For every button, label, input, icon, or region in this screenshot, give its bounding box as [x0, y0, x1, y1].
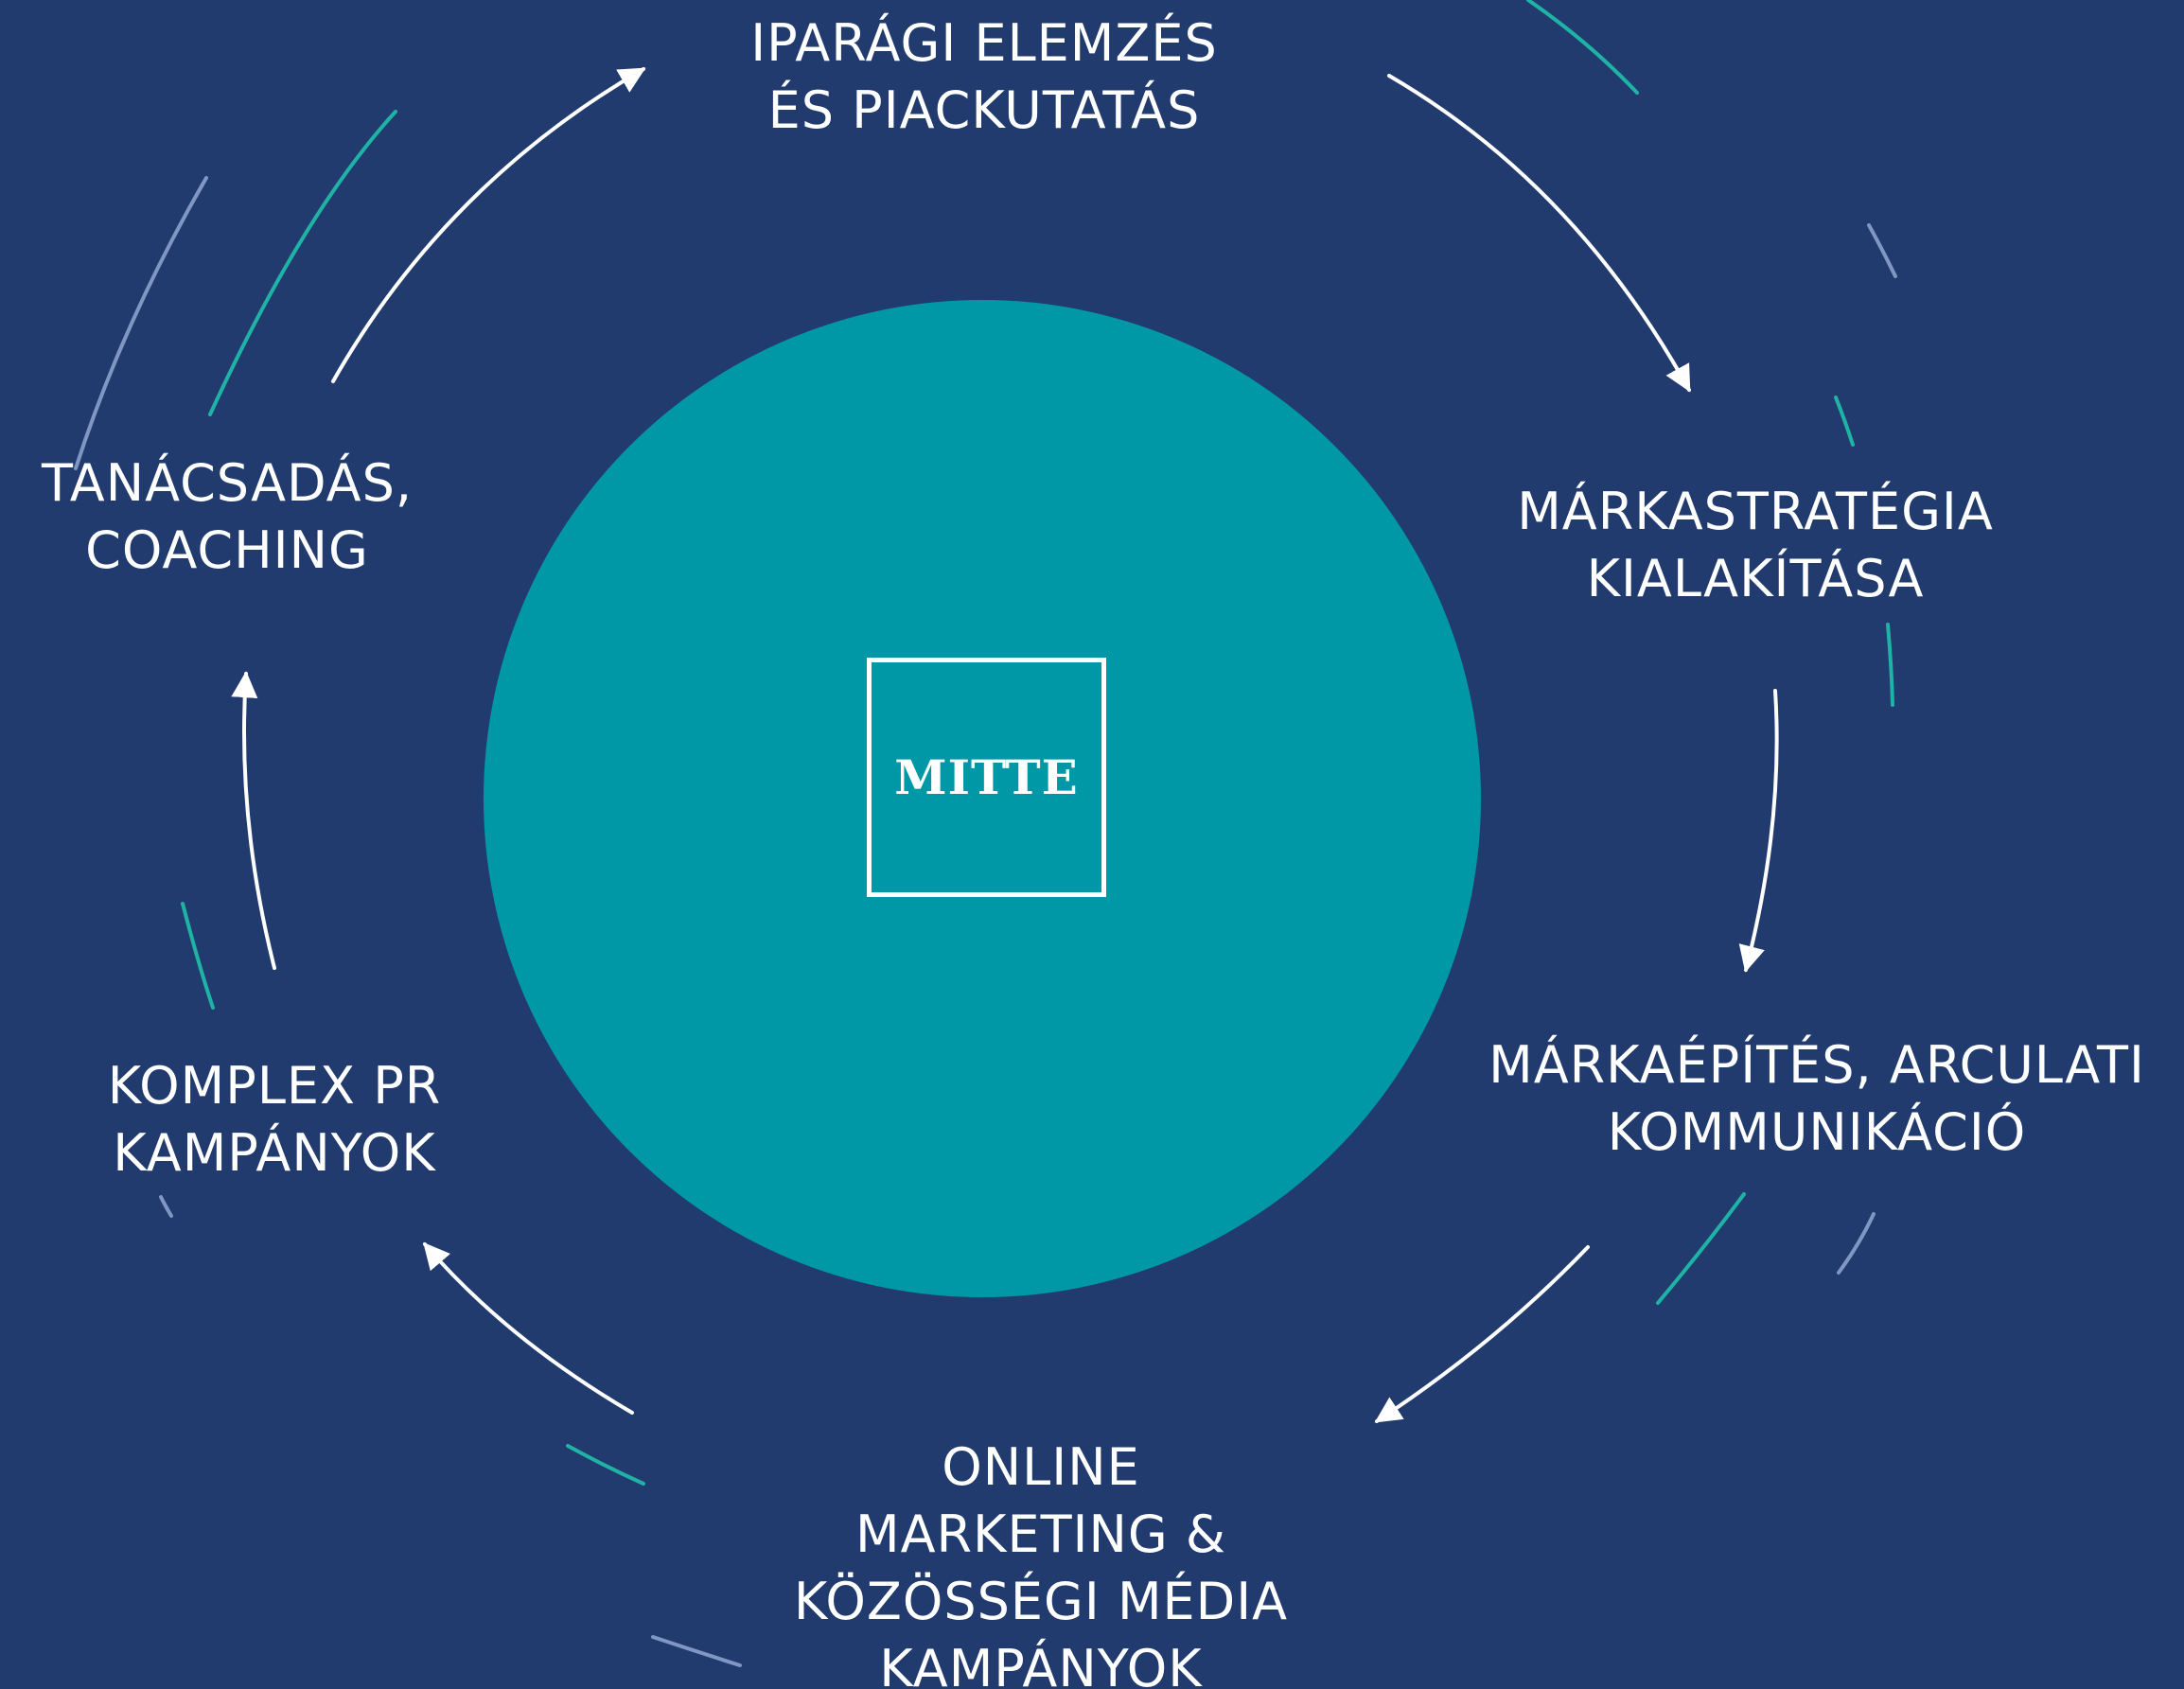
- step-label-line: KAMPÁNYOK: [113, 1123, 436, 1183]
- cycle-arrows: [231, 67, 1779, 1423]
- accent-stroke: [159, 1195, 173, 1218]
- accent-stroke: [1867, 223, 1897, 278]
- step-label-line: KÖZÖSSÉGI MÉDIA: [793, 1572, 1289, 1631]
- step-label-line: ÉS PIACKUTATÁS: [767, 80, 1201, 140]
- step-label-line: KAMPÁNYOK: [879, 1639, 1203, 1689]
- arrow-icon: [331, 67, 646, 383]
- step-label-online-marketing: ONLINE MARKETING & KÖZÖSSÉGI MÉDIA KAMPÁ…: [719, 1434, 1363, 1689]
- arrow-icon: [423, 1241, 634, 1415]
- accent-stroke: [1837, 1212, 1876, 1275]
- step-label-brand-strategy: MÁRKASTRATÉGIA KIALAKÍTÁSA: [1457, 478, 2053, 612]
- accent-stroke: [1834, 396, 1855, 447]
- arrow-icon: [1387, 74, 1691, 393]
- logo-text: MITTE: [894, 748, 1079, 805]
- arrow-icon: [1738, 689, 1779, 973]
- step-label-line: IPARÁGI ELEMZÉS: [750, 13, 1218, 73]
- step-label-line: MÁRKAÉPÍTÉS, ARCULATI: [1488, 1035, 2145, 1095]
- step-label-industry-analysis: IPARÁGI ELEMZÉS ÉS PIACKUTATÁS: [662, 9, 1306, 144]
- accent-stroke: [566, 1444, 645, 1486]
- accent-stroke: [74, 176, 208, 470]
- accent-stroke: [1656, 1192, 1746, 1305]
- arrow-icon: [231, 671, 276, 970]
- step-label-line: MÁRKASTRATÉGIA: [1517, 482, 1994, 541]
- accent-strokes: [74, 0, 1897, 1667]
- step-label-line: ONLINE: [942, 1437, 1140, 1497]
- accent-stroke: [1526, 0, 1639, 95]
- logo-box: MITTE: [867, 658, 1106, 897]
- step-label-line: MARKETING &: [854, 1504, 1226, 1564]
- arrow-icon: [1374, 1245, 1590, 1423]
- accent-stroke: [1886, 623, 1894, 707]
- step-label-line: KOMMUNIKÁCIÓ: [1607, 1102, 2027, 1162]
- step-label-line: TANÁCSADÁS,: [41, 453, 414, 513]
- step-label-pr-campaigns: KOMPLEX PR KAMPÁNYOK: [38, 1052, 511, 1187]
- accent-stroke: [181, 902, 215, 1010]
- accent-stroke: [208, 110, 397, 416]
- step-label-line: COACHING: [85, 520, 369, 580]
- step-label-line: KOMPLEX PR: [107, 1056, 442, 1116]
- step-label-line: KIALAKÍTÁSA: [1586, 549, 1925, 608]
- center-circle: [484, 300, 1481, 1297]
- step-label-consulting: TANÁCSADÁS, COACHING: [9, 449, 445, 584]
- accent-stroke: [651, 1635, 742, 1667]
- step-label-brand-building: MÁRKAÉPÍTÉS, ARCULATI KOMMUNIKÁCIÓ: [1448, 1031, 2184, 1166]
